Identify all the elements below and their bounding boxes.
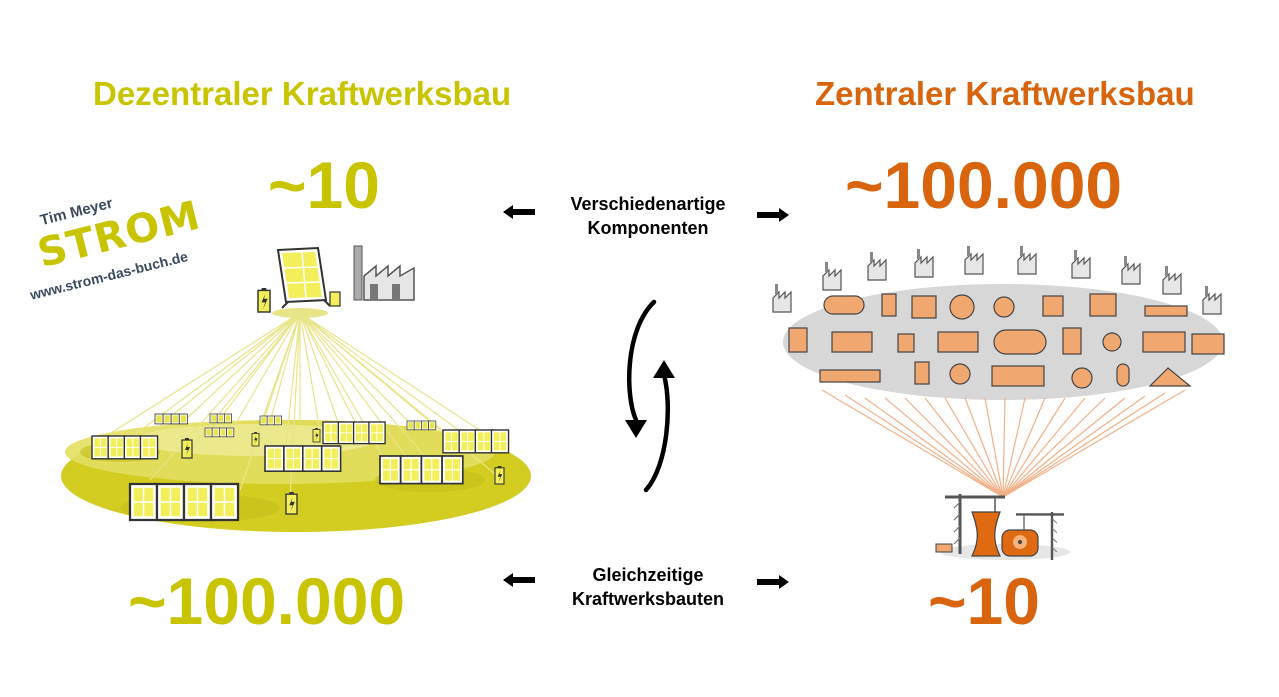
label-components-line2: Komponenten: [587, 218, 709, 239]
arrow-left-icon: [503, 205, 535, 219]
central-fan-lines: [821, 389, 1186, 498]
heading-decentral: Dezentraler Kraftwerksbau: [93, 75, 512, 112]
central-component-count: ~100.000: [845, 148, 1123, 222]
arrow-right-icon: [757, 575, 789, 589]
factory-icon: [353, 245, 415, 301]
solar-panel-icon: [276, 246, 341, 309]
heading-central: Zentraler Kraftwerksbau: [815, 75, 1195, 112]
label-simultaneous-builds: Gleichzeitige Kraftwerksbauten: [548, 563, 748, 612]
central-components: [788, 293, 1225, 389]
label-builds-line2: Kraftwerksbauten: [571, 589, 725, 610]
battery-icon: [257, 287, 271, 313]
decentral-component-count: ~10: [268, 148, 380, 222]
label-builds-line1: Gleichzeitige: [592, 565, 704, 585]
label-components-line1: Verschiedenartige: [570, 194, 726, 214]
decentral-build-count: ~100.000: [128, 564, 406, 638]
central-build-count: ~10: [928, 564, 1040, 638]
arrow-right-icon: [757, 208, 789, 222]
nuclear-plant-icon: [971, 511, 1039, 557]
label-components: Verschiedenartige Komponenten: [548, 192, 748, 241]
arrow-left-icon: [503, 573, 535, 587]
cycle-arrows-icon: [627, 299, 671, 493]
